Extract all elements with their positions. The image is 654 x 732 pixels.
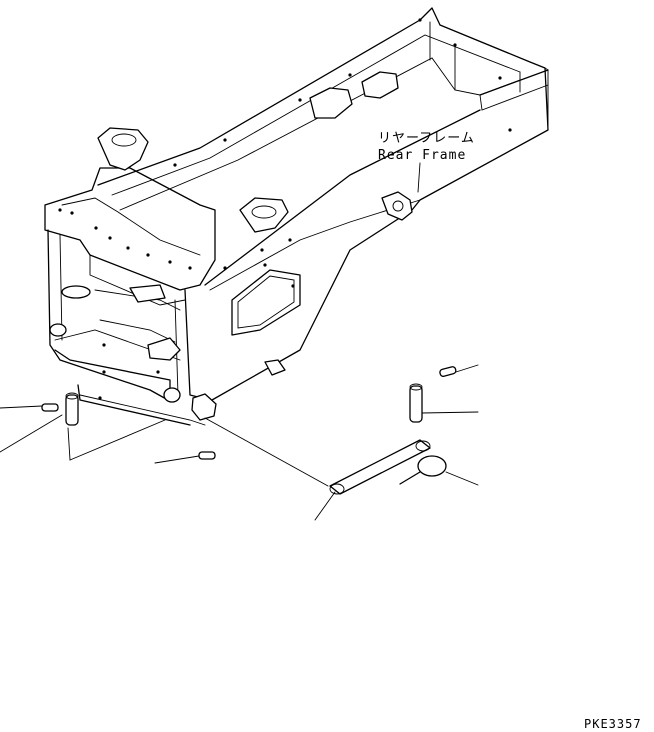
- leader-lines: [0, 162, 479, 521]
- rear-frame-body: [44, 7, 549, 426]
- lock-pin-center: [198, 451, 216, 460]
- loose-parts: [41, 366, 457, 495]
- link-bar: [329, 439, 431, 495]
- pin-left: [65, 394, 79, 426]
- pin-right: [409, 385, 423, 423]
- rear-frame-label-english: Rear Frame: [378, 148, 467, 163]
- rear-frame-label-japanese: リヤーフレーム: [378, 131, 475, 146]
- lock-pin-left: [41, 403, 59, 412]
- ring-pin: [417, 455, 447, 477]
- lock-pin-right: [439, 366, 457, 377]
- drawing-code: PKE3357: [584, 717, 642, 731]
